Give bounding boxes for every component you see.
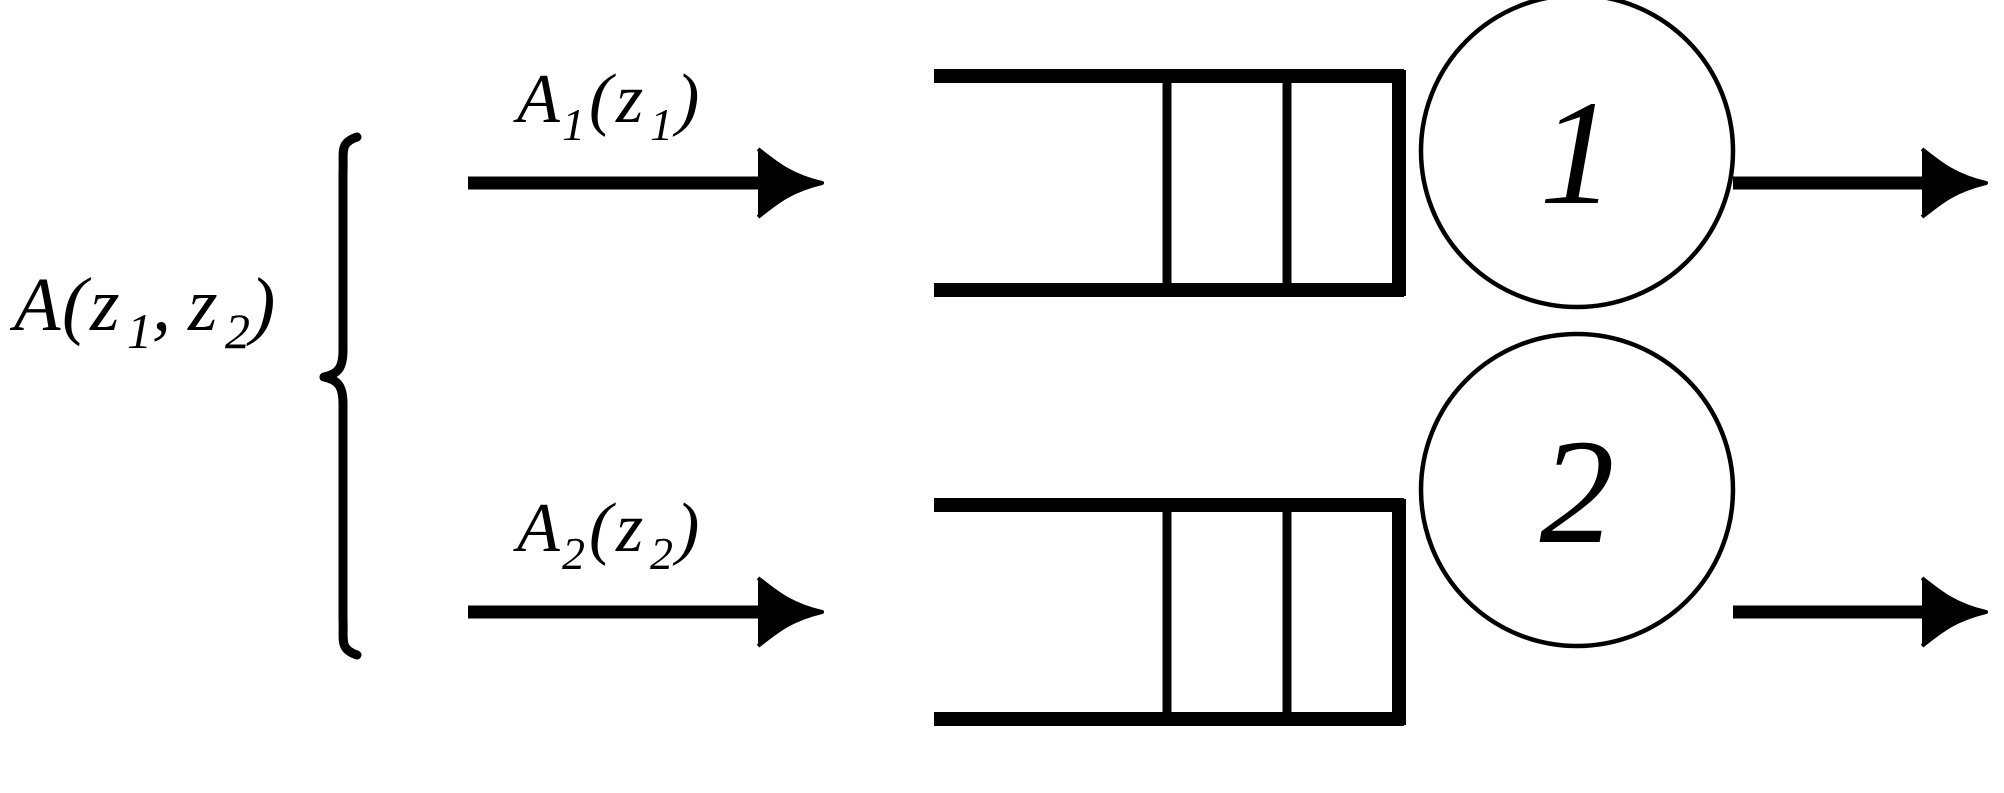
branch-1-label-open-paren: ( bbox=[589, 61, 616, 138]
branch-1-server-label: 1 bbox=[1540, 70, 1615, 236]
branch-2-server-label: 2 bbox=[1540, 409, 1615, 575]
group-label-arg1-subscript: 1 bbox=[127, 303, 152, 359]
branch-2-label-close-paren: ) bbox=[672, 490, 699, 567]
branch-1-departure-arrow bbox=[1733, 147, 1988, 219]
group-label-open-paren: ( bbox=[62, 263, 92, 347]
group-label-close-paren: ) bbox=[246, 263, 275, 347]
branch-1-group: A 1 ( z 1 ) 1 bbox=[468, 0, 1988, 310]
branch-2-label-arg: z bbox=[615, 490, 643, 567]
branch-2-label-arg-subscript: 2 bbox=[650, 528, 673, 579]
group-arrival-label: A ( z 1 , z 2 ) bbox=[9, 263, 275, 359]
branch-2-group: A 2 ( z 2 ) 2 bbox=[468, 331, 1988, 726]
branch-1-queue bbox=[934, 69, 1406, 297]
branch-2-queue bbox=[934, 498, 1406, 726]
group-label-comma: , bbox=[152, 263, 171, 347]
grouping-brace bbox=[319, 132, 362, 660]
branch-1-arrival-label: A 1 ( z 1 ) bbox=[513, 61, 699, 150]
branch-2-arrival-label: A 2 ( z 2 ) bbox=[513, 490, 699, 579]
branch-1-label-arg-subscript: 1 bbox=[650, 99, 673, 150]
branch-1-label-subscript: 1 bbox=[562, 99, 585, 150]
branch-2-label-subscript: 2 bbox=[562, 528, 585, 579]
branch-1-server: 1 bbox=[1418, 0, 1736, 310]
branch-2-label-base: A bbox=[513, 490, 560, 567]
branch-1-label-arg: z bbox=[615, 61, 643, 138]
branch-1-server-circle bbox=[1418, 0, 1736, 310]
group-label-arg1: z bbox=[89, 263, 120, 347]
branch-1-label-base: A bbox=[513, 61, 560, 138]
branch-2-departure-arrow bbox=[1733, 576, 1988, 648]
group-label-arg2: z bbox=[187, 263, 218, 347]
group-label-arg2-subscript: 2 bbox=[225, 303, 250, 359]
branch-1-label-close-paren: ) bbox=[672, 61, 699, 138]
branch-2-arrival-arrow bbox=[468, 576, 824, 648]
branch-2-label-open-paren: ( bbox=[589, 490, 616, 567]
branch-2-server-circle bbox=[1418, 331, 1736, 649]
branch-2-server: 2 bbox=[1418, 331, 1736, 649]
branch-1-arrival-arrow bbox=[468, 147, 824, 219]
group-label-base: A bbox=[9, 263, 61, 347]
